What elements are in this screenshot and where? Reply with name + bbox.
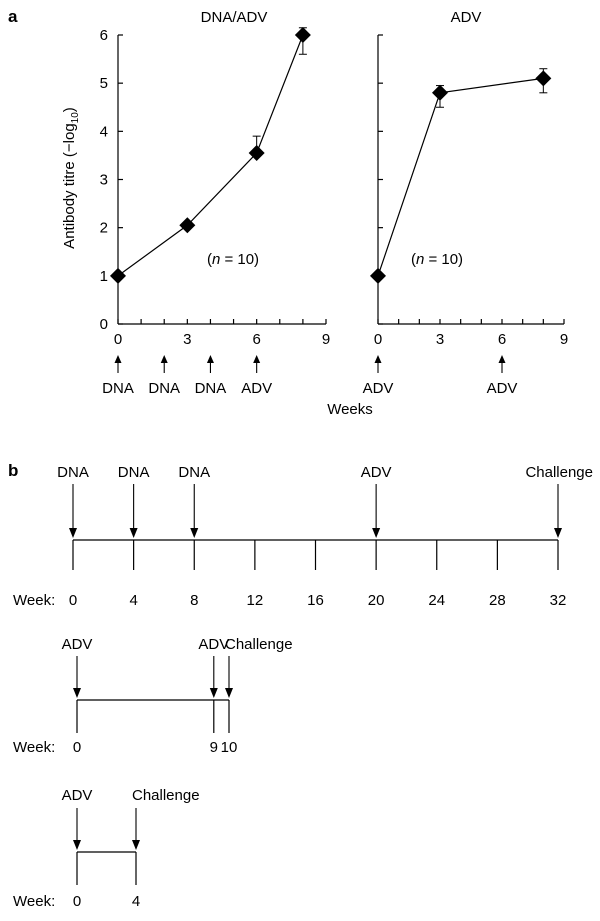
sample-size-note: (n = 10) xyxy=(411,251,463,268)
event-label: ADV xyxy=(62,787,93,804)
chart-adv: ADV 0 3 6 9 (n = 10) ADV ADV xyxy=(363,9,569,397)
week-tick-label: 32 xyxy=(550,592,567,609)
data-point-diamond xyxy=(110,267,126,284)
week-tick-label: 8 xyxy=(190,592,198,609)
immunization-arrowhead xyxy=(206,355,214,363)
data-point-diamond xyxy=(535,70,552,87)
week-tick-label: 9 xyxy=(210,739,218,756)
event-label: ADV xyxy=(361,464,392,481)
event-label: ADV xyxy=(62,636,93,653)
event-label: DNA xyxy=(118,464,150,481)
y-tick-label: 0 xyxy=(100,316,108,333)
event-arrowhead xyxy=(225,688,233,698)
y-tick-label: 5 xyxy=(100,75,108,92)
week-tick-label: 20 xyxy=(368,592,385,609)
x-tick-label: 3 xyxy=(436,331,444,348)
immunization-label: DNA xyxy=(148,380,180,397)
event-arrowhead xyxy=(554,528,562,538)
immunization-label: ADV xyxy=(241,380,272,397)
immunization-arrowhead xyxy=(374,355,382,363)
data-point-diamond xyxy=(248,145,265,162)
week-tick-label: 12 xyxy=(247,592,264,609)
immunization-label: DNA xyxy=(102,380,134,397)
event-arrowhead xyxy=(372,528,381,538)
x-tick-label: 6 xyxy=(498,331,506,348)
x-tick-label: 6 xyxy=(252,331,260,348)
y-tick-label: 4 xyxy=(100,123,108,140)
event-label: DNA xyxy=(57,464,89,481)
schedule-1: 0 4 8 12 16 20 24 28 32 Week: DNA DNA DNA ADV Challeng… xyxy=(13,464,593,609)
x-tick-label: 0 xyxy=(114,331,122,348)
immunization-arrowhead xyxy=(160,355,168,363)
week-tick-label: 4 xyxy=(129,592,137,609)
immunization-arrowhead xyxy=(498,355,506,363)
y-axis-label: Antibody titre (−log10) xyxy=(61,107,81,249)
week-prefix-label: Week: xyxy=(13,893,55,910)
immunization-label: ADV xyxy=(363,380,394,397)
x-tick-label: 9 xyxy=(560,331,568,348)
x-tick-label: 0 xyxy=(374,331,382,348)
event-arrowhead xyxy=(132,840,140,850)
immunization-arrowhead xyxy=(253,355,261,363)
event-label: Challenge xyxy=(132,787,200,804)
data-point-diamond xyxy=(370,267,386,284)
sample-size-note: (n = 10) xyxy=(207,251,259,268)
week-prefix-label: Week: xyxy=(13,739,55,756)
event-arrowhead xyxy=(190,528,199,538)
data-point-diamond xyxy=(179,217,196,234)
immunization-arrowhead xyxy=(114,355,122,363)
event-label: Challenge xyxy=(525,464,593,481)
immunization-label: ADV xyxy=(487,380,518,397)
chart-title-adv: ADV xyxy=(451,9,482,26)
event-arrowhead xyxy=(73,688,81,698)
y-tick-label: 3 xyxy=(100,172,108,189)
panel-label-b: b xyxy=(8,461,18,480)
y-tick-label: 6 xyxy=(100,27,108,44)
data-point-diamond xyxy=(432,84,448,101)
chart-title-dna-adv: DNA/ADV xyxy=(201,9,268,26)
series-line xyxy=(377,77,544,277)
week-tick-label: 4 xyxy=(132,893,140,910)
schedule-3: 0 4 Week: ADV Challenge xyxy=(13,787,200,910)
week-tick-label: 0 xyxy=(73,893,81,910)
y-tick-label: 1 xyxy=(100,268,108,285)
week-prefix-label: Week: xyxy=(13,592,55,609)
x-tick-label: 3 xyxy=(183,331,191,348)
week-tick-label: 0 xyxy=(69,592,77,609)
event-arrowhead xyxy=(73,840,81,850)
y-tick-label: 2 xyxy=(100,220,108,237)
panel-label-a: a xyxy=(8,7,18,26)
x-tick-label: 9 xyxy=(322,331,330,348)
week-tick-label: 24 xyxy=(428,592,445,609)
event-label: Challenge xyxy=(225,636,293,653)
week-tick-label: 10 xyxy=(221,739,238,756)
x-axis-label-weeks: Weeks xyxy=(327,401,373,418)
event-label: ADV xyxy=(198,636,229,653)
series-line xyxy=(117,34,304,277)
event-arrowhead xyxy=(69,528,77,538)
data-point-diamond xyxy=(294,27,311,43)
event-arrowhead xyxy=(209,688,218,698)
event-label: DNA xyxy=(178,464,210,481)
immunization-label: DNA xyxy=(195,380,227,397)
week-tick-label: 16 xyxy=(307,592,324,609)
week-tick-label: 28 xyxy=(489,592,506,609)
week-tick-label: 0 xyxy=(73,739,81,756)
event-arrowhead xyxy=(129,528,138,538)
chart-dna-adv: DNA/ADV Antibody titre (−log10) 0123456 … xyxy=(61,9,330,397)
